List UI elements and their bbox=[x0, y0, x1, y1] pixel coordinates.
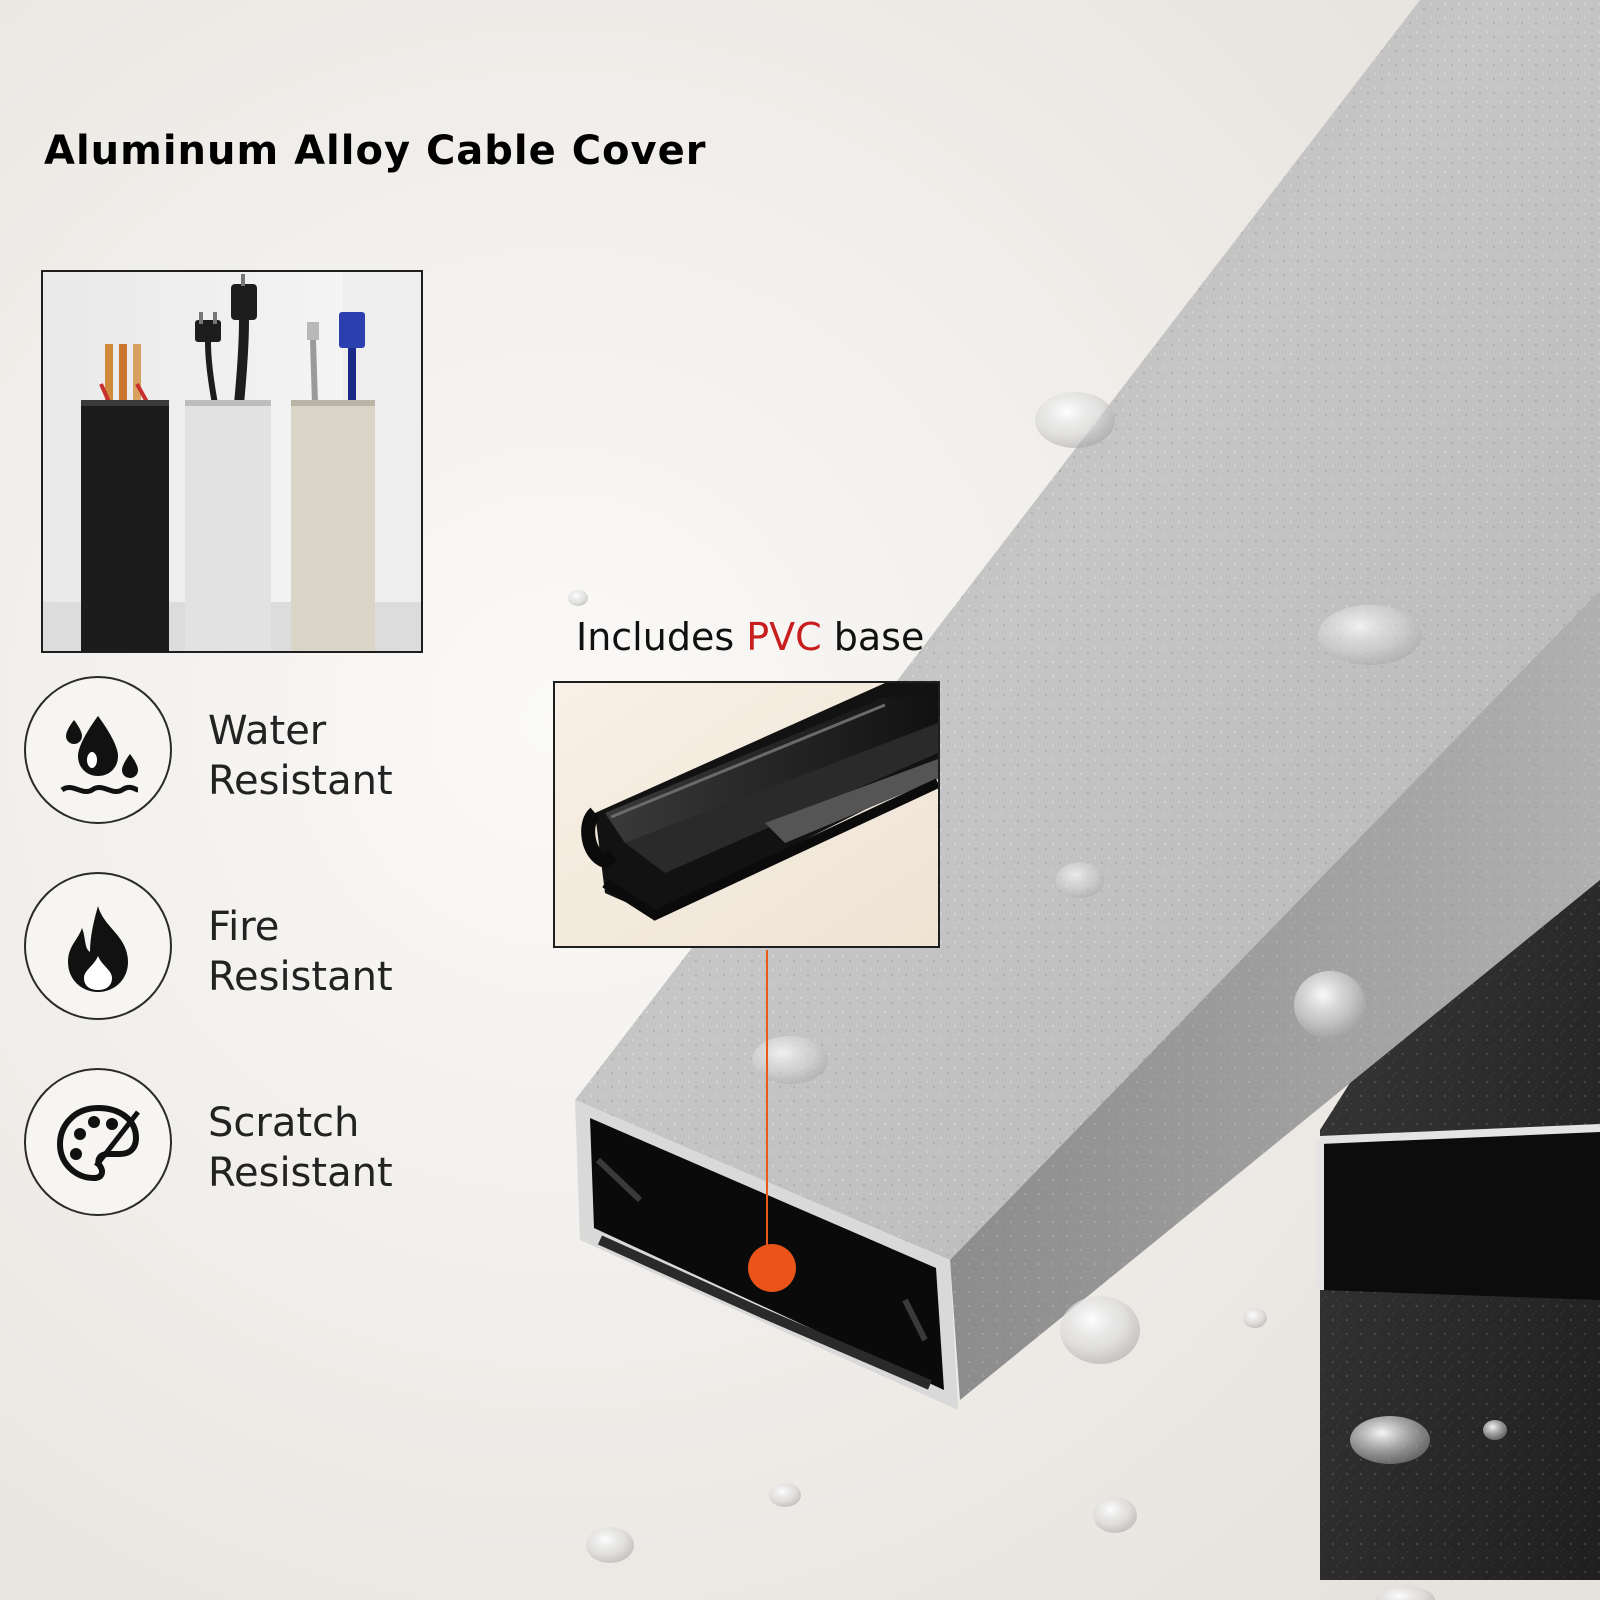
water-drops-icon bbox=[60, 716, 139, 794]
flame-icon bbox=[68, 906, 128, 992]
feature-label-line2: Resistant bbox=[208, 758, 393, 804]
feature-label-line2: Resistant bbox=[208, 1150, 393, 1196]
callout-pointer-line bbox=[766, 950, 768, 1262]
pvc-profile bbox=[581, 683, 938, 921]
feature-label-line1: Fire bbox=[208, 904, 280, 950]
feature-label-line2: Resistant bbox=[208, 954, 393, 1000]
feature-label-line1: Scratch bbox=[208, 1100, 360, 1146]
feature-fire-resistant: Fire Resistant bbox=[24, 872, 584, 1032]
feature-water-resistant: Water Resistant bbox=[24, 676, 584, 836]
caption-prefix: Includes bbox=[576, 615, 735, 659]
pvc-base-caption: Includes PVC base bbox=[576, 610, 936, 664]
caption-highlight-pvc: PVC bbox=[746, 615, 822, 659]
page-title: Aluminum Alloy Cable Cover bbox=[44, 127, 707, 174]
pvc-base-inset bbox=[553, 681, 940, 948]
callout-pointer-dot bbox=[748, 1244, 796, 1292]
palette-scratch-icon bbox=[56, 1104, 140, 1182]
feature-label-line1: Water bbox=[208, 708, 327, 754]
feature-scratch-resistant: Scratch Resistant bbox=[24, 1068, 584, 1228]
color-variants-photo bbox=[41, 270, 423, 653]
caption-suffix: base bbox=[833, 615, 925, 659]
water-droplets bbox=[568, 392, 1507, 1600]
